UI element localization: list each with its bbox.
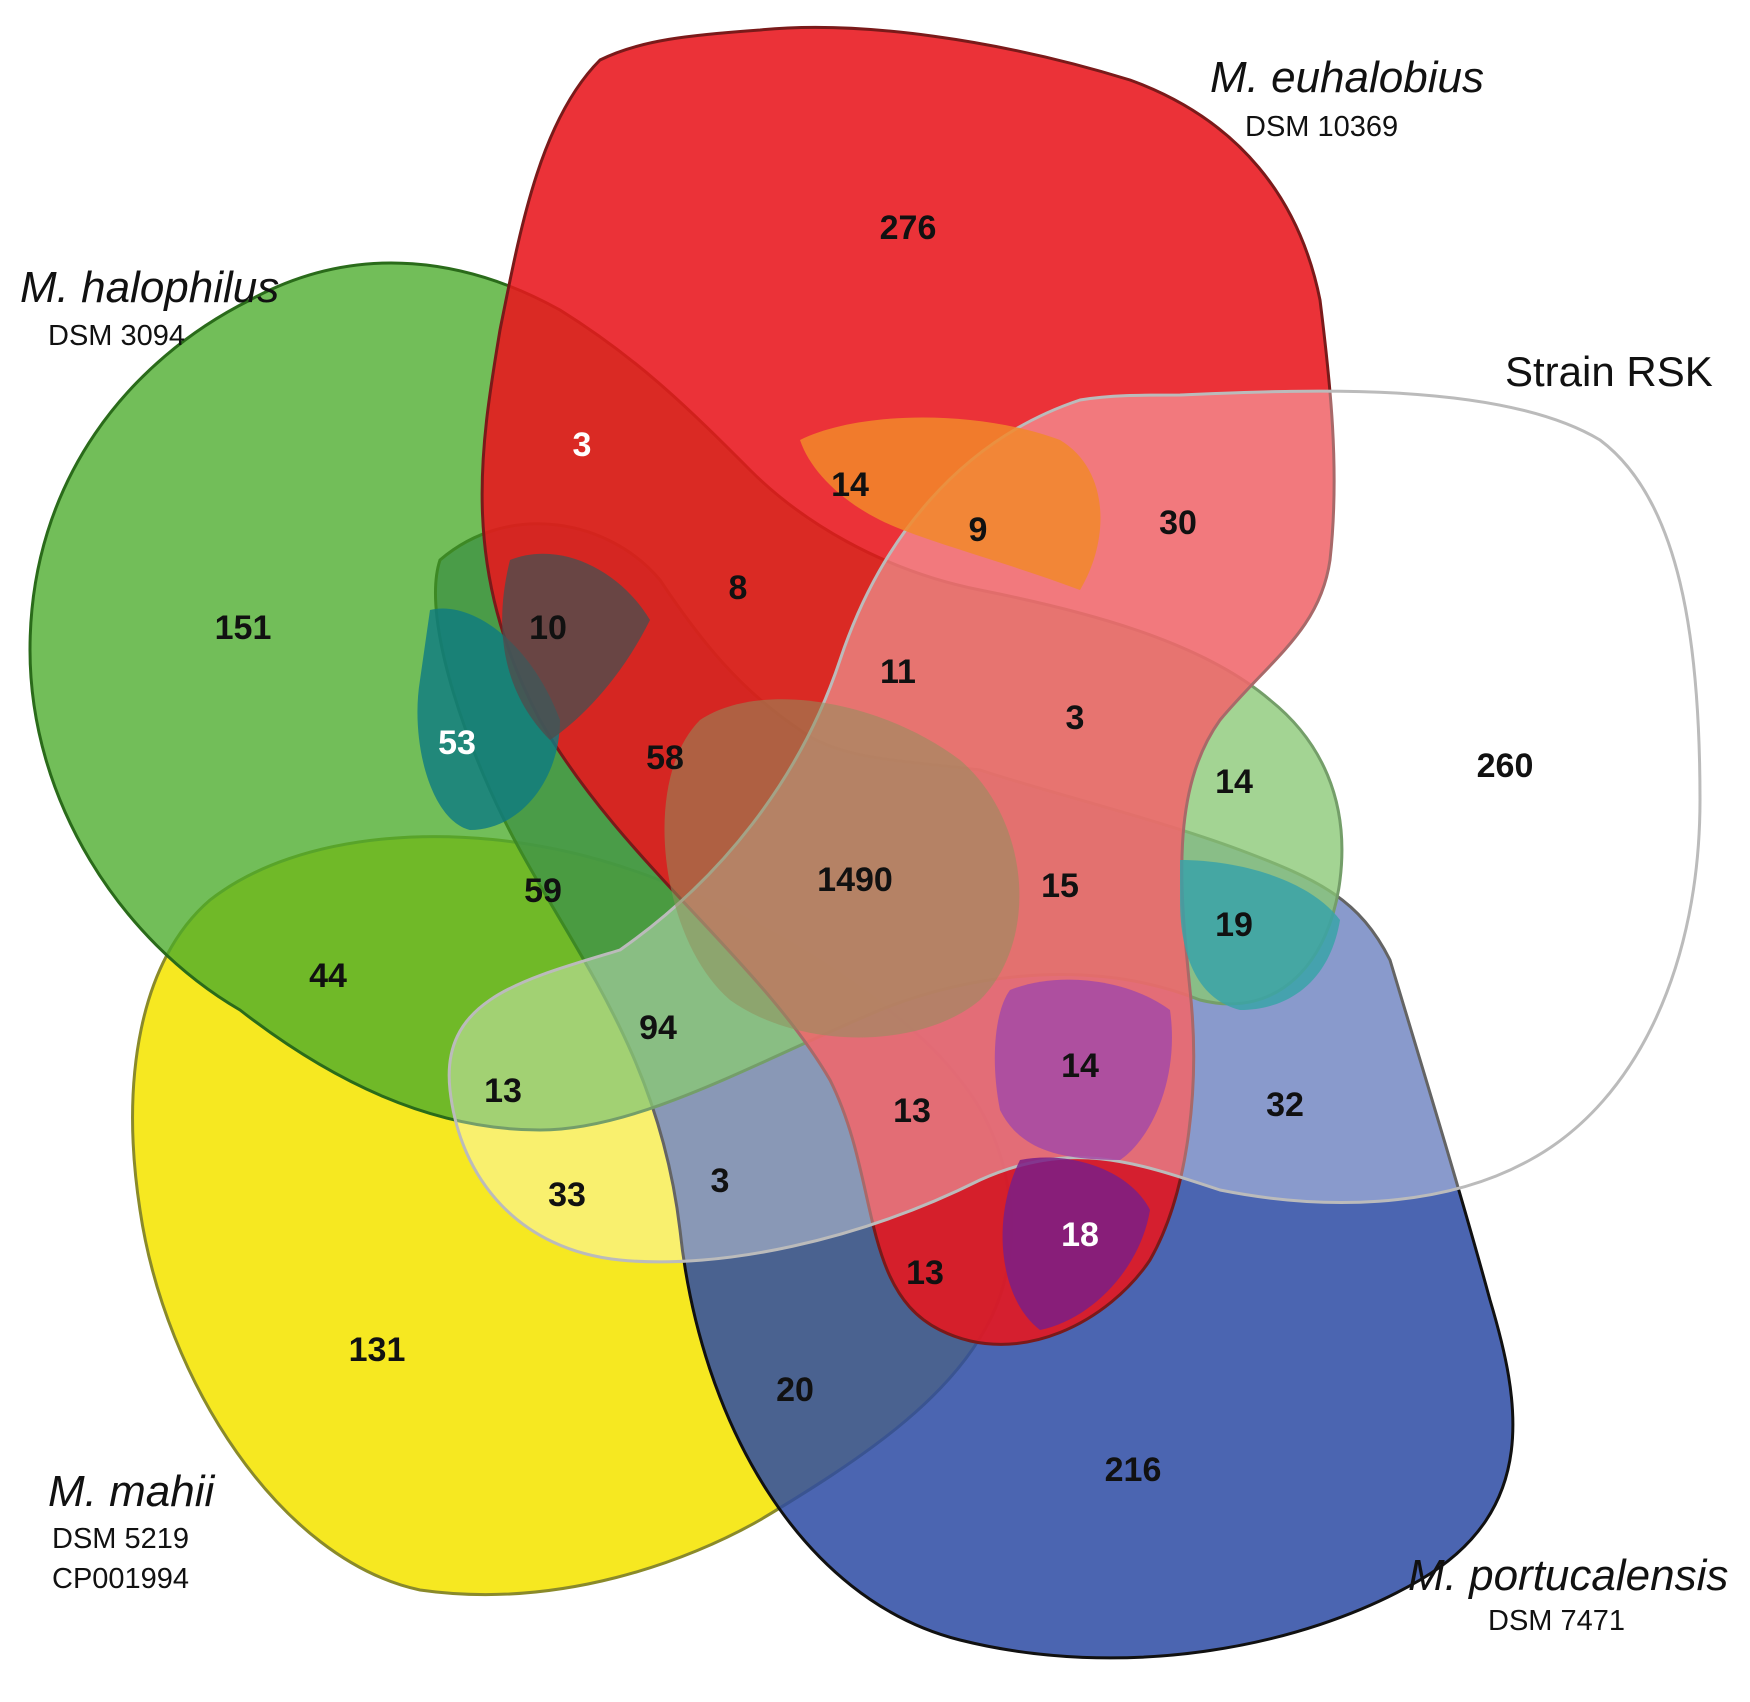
- region-count-15: 14: [1215, 763, 1253, 801]
- set-labels: M. euhalobius DSM 10369 M. halophilus DS…: [20, 53, 1728, 1637]
- set-strain-halophilus-0: DSM 3094: [48, 320, 185, 352]
- overlap-shade-orange: [800, 417, 1101, 590]
- region-count-24: 13: [893, 1092, 931, 1130]
- set-name-halophilus: M. halophilus: [20, 263, 279, 312]
- region-count-30: 20: [776, 1371, 814, 1409]
- region-count-19: 19: [1215, 906, 1253, 944]
- region-count-8: 30: [1159, 504, 1197, 542]
- overlap-shade-dark: [502, 553, 650, 740]
- region-count-16: 1490: [817, 861, 893, 899]
- region-count-0: 276: [880, 209, 937, 247]
- region-count-18: 59: [524, 872, 562, 910]
- region-count-11: 53: [438, 724, 476, 762]
- overlap-shade-purple: [1002, 1157, 1150, 1330]
- set-strain-mahii-1: CP001994: [52, 1563, 189, 1595]
- overlap-shade-cyan: [1180, 860, 1340, 1010]
- region-count-3: 216: [1105, 1451, 1162, 1489]
- region-count-23: 13: [484, 1072, 522, 1110]
- region-count-5: 3: [573, 426, 592, 464]
- region-count-27: 3: [711, 1162, 730, 1200]
- set-name-euhalobius: M. euhalobius: [1210, 53, 1484, 102]
- region-count-17: 15: [1041, 867, 1079, 905]
- region-count-1: 151: [215, 609, 272, 647]
- region-count-6: 14: [831, 466, 869, 504]
- overlap-shade-magenta: [994, 979, 1172, 1160]
- region-count-12: 11: [880, 653, 916, 691]
- region-count-29: 13: [906, 1254, 944, 1292]
- region-count-22: 14: [1061, 1047, 1099, 1085]
- region-count-7: 9: [969, 511, 988, 549]
- set-strain-euhalobius-0: DSM 10369: [1245, 111, 1398, 143]
- region-count-13: 3: [1066, 699, 1085, 737]
- region-count-26: 33: [548, 1176, 586, 1214]
- region-count-25: 32: [1266, 1086, 1304, 1124]
- set-shapes: [28, 25, 1702, 1660]
- region-count-2: 260: [1477, 747, 1534, 785]
- region-count-20: 44: [309, 957, 347, 995]
- overlap-shade-center: [664, 699, 1020, 1038]
- region-count-28: 18: [1061, 1216, 1099, 1254]
- region-count-9: 8: [729, 569, 748, 607]
- set-strain-mahii-0: DSM 5219: [52, 1523, 189, 1555]
- set-name-rsk: Strain RSK: [1505, 348, 1713, 395]
- region-count-4: 131: [349, 1331, 406, 1369]
- region-count-10: 10: [529, 609, 567, 647]
- region-count-14: 58: [646, 739, 684, 777]
- region-count-21: 94: [639, 1009, 677, 1047]
- set-strain-portucalensis-0: DSM 7471: [1488, 1605, 1625, 1637]
- set-name-portucalensis: M. portucalensis: [1408, 1551, 1728, 1600]
- set-name-mahii: M. mahii: [48, 1467, 215, 1516]
